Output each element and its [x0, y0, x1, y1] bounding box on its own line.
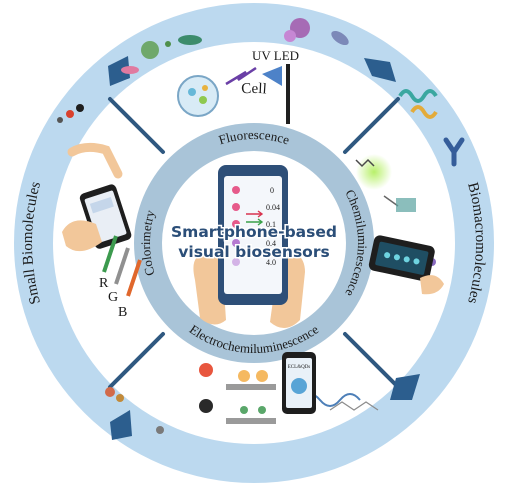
- probe-icon: [258, 406, 266, 414]
- emission-icon: [256, 370, 268, 382]
- uv-light-icon: [225, 66, 257, 86]
- label-colorimetry: Colorimetry: [138, 208, 158, 278]
- ecl-dot-off-icon: [199, 399, 213, 413]
- electrode-icon: [226, 418, 276, 424]
- bacterium-icon: [165, 41, 171, 47]
- divider-top-right: [343, 97, 400, 154]
- reading-value: 4.0: [266, 258, 276, 267]
- ecl-illustrations: ECL&QDs: [105, 352, 379, 434]
- reaction-arrow-icon: [383, 195, 399, 207]
- sample-dot-icon: [232, 258, 240, 266]
- uv-led-icon: [262, 66, 282, 86]
- antibody-icon: [443, 137, 465, 167]
- ring-dividers: [108, 97, 400, 389]
- divider-bottom-left: [108, 332, 165, 389]
- hand-left-icon: [193, 254, 226, 325]
- bacterium-icon: [141, 41, 159, 59]
- biomacromolecules-illustrations: [398, 89, 465, 266]
- ecl-app-logo-icon: [291, 378, 307, 394]
- particle-icon: [202, 85, 208, 91]
- sample-dot-icon: [232, 220, 240, 228]
- sample-dot-icon: [232, 203, 240, 211]
- enzyme-icon: [396, 198, 416, 212]
- bacillus-icon: [178, 35, 202, 45]
- molecule-icon: [116, 394, 124, 402]
- rgb-label-b: B: [118, 305, 127, 320]
- magnifier-icon: [177, 75, 219, 117]
- protein-icon: [398, 89, 438, 103]
- electrode-icon: [226, 384, 276, 390]
- ecl-dot-on-icon: [199, 363, 213, 377]
- arrow-top-left-icon: [108, 56, 130, 86]
- sample-dot-icon: [232, 186, 240, 194]
- hand-icon: [420, 275, 444, 295]
- sample-dot-icon: [232, 239, 240, 247]
- molecule-icon: [57, 117, 63, 123]
- arrow-green-icon: [246, 218, 264, 226]
- probe-icon: [240, 406, 248, 414]
- rgb-gray-arrow-icon: [114, 247, 130, 285]
- divider-bottom-right: [343, 332, 400, 389]
- glow-icon: [356, 154, 392, 190]
- chemiluminescence-illustrations: [355, 154, 444, 295]
- rgb-label-r: R: [99, 276, 109, 291]
- center-illustration: 0 0.04 0.1 0.4 4.0: [193, 165, 305, 329]
- uv-led-label: UV LED: [252, 48, 299, 63]
- cell-icon: [331, 30, 349, 46]
- rgb-label-g: G: [108, 290, 118, 305]
- arrow-top-right-icon: [364, 58, 396, 82]
- fluorescence-illustration: UV LED: [177, 48, 299, 124]
- colorimetry-illustrations: R G B: [57, 104, 142, 320]
- rgb-green-arrow-icon: [102, 235, 118, 273]
- particle-icon: [199, 96, 207, 104]
- molecule-icon: [105, 387, 115, 397]
- led-lead-icon: [286, 64, 290, 124]
- particle-icon: [188, 88, 196, 96]
- arrow-bottom-left-icon: [110, 410, 132, 440]
- molecule-chain-icon: [329, 401, 379, 411]
- emission-icon: [238, 370, 250, 382]
- molecule-icon: [66, 110, 74, 118]
- reading-value: 0.04: [266, 203, 280, 212]
- label-cell: Cell: [241, 81, 267, 98]
- reading-value: 0: [270, 186, 274, 195]
- arm-icon: [67, 142, 123, 179]
- cell-cluster-icon: [284, 30, 296, 42]
- reading-value: 0.1: [266, 220, 276, 229]
- molecule-icon: [76, 104, 84, 112]
- center-title-line1: Smartphone-based: [171, 223, 337, 241]
- rgb-orange-arrow-icon: [126, 259, 142, 297]
- luminol-icon: [355, 158, 375, 168]
- label-fluorescence: Fluorescence: [217, 127, 292, 148]
- arrow-red-icon: [246, 210, 264, 218]
- divider-top-left: [108, 97, 165, 154]
- ecl-app-label: ECL&QDs: [288, 365, 311, 370]
- ring-arrows: [108, 56, 420, 440]
- chem-phone-icon: [368, 235, 435, 282]
- arrow-bottom-right-icon: [390, 374, 420, 400]
- hand-icon: [62, 220, 102, 252]
- reading-value: 0.4: [266, 239, 276, 248]
- molecule-icon: [156, 426, 164, 434]
- protein-icon: [410, 105, 438, 119]
- cell-illustrations: [121, 18, 349, 74]
- cell-icon: [121, 66, 139, 74]
- center-title-line2: visual biosensors: [178, 243, 329, 261]
